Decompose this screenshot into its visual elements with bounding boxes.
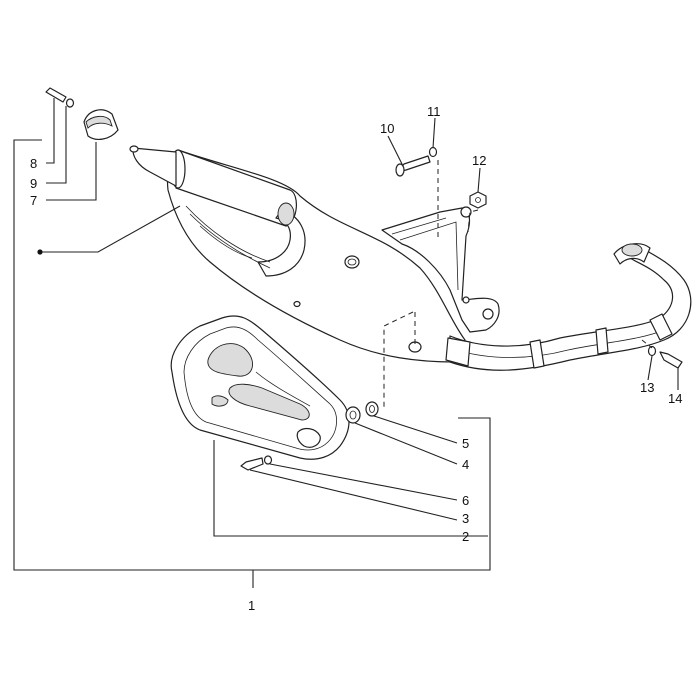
callout-3: 3 xyxy=(462,511,469,526)
bracket-nut-12 xyxy=(469,191,487,209)
callout-4: 4 xyxy=(462,457,469,472)
bracket-washer-11 xyxy=(428,146,438,158)
heat-shield xyxy=(170,315,350,460)
exhaust-header-pipe xyxy=(445,243,692,371)
leader-lines xyxy=(37,98,679,521)
header-bolt-13-14 xyxy=(647,345,683,369)
heat-shield-bracket-2 xyxy=(213,440,488,537)
support-bracket xyxy=(381,206,500,333)
callout-10: 10 xyxy=(380,121,394,136)
assembly-dash-lines xyxy=(383,160,653,408)
callout-labels: 1 2 3 4 5 6 7 8 9 10 11 12 13 14 xyxy=(30,104,682,613)
tail-bolt-8-9 xyxy=(45,87,75,108)
tail-cap-7 xyxy=(83,109,119,140)
shield-bolt-3-6 xyxy=(240,455,273,471)
assembly-bracket-1 xyxy=(13,139,491,588)
callout-8: 8 xyxy=(30,156,37,171)
callout-2: 2 xyxy=(462,529,469,544)
callout-12: 12 xyxy=(472,153,486,168)
bracket-bolt-10 xyxy=(395,155,431,177)
callout-5: 5 xyxy=(462,436,469,451)
washers-4-5 xyxy=(345,401,379,424)
callout-6: 6 xyxy=(462,493,469,508)
callout-11: 11 xyxy=(427,104,441,119)
muffler-body xyxy=(129,145,466,363)
callout-9: 9 xyxy=(30,176,37,191)
callout-13: 13 xyxy=(640,380,654,395)
callout-dot xyxy=(37,249,43,255)
callout-7: 7 xyxy=(30,193,37,208)
callout-1: 1 xyxy=(248,598,255,613)
callout-14: 14 xyxy=(668,391,682,406)
